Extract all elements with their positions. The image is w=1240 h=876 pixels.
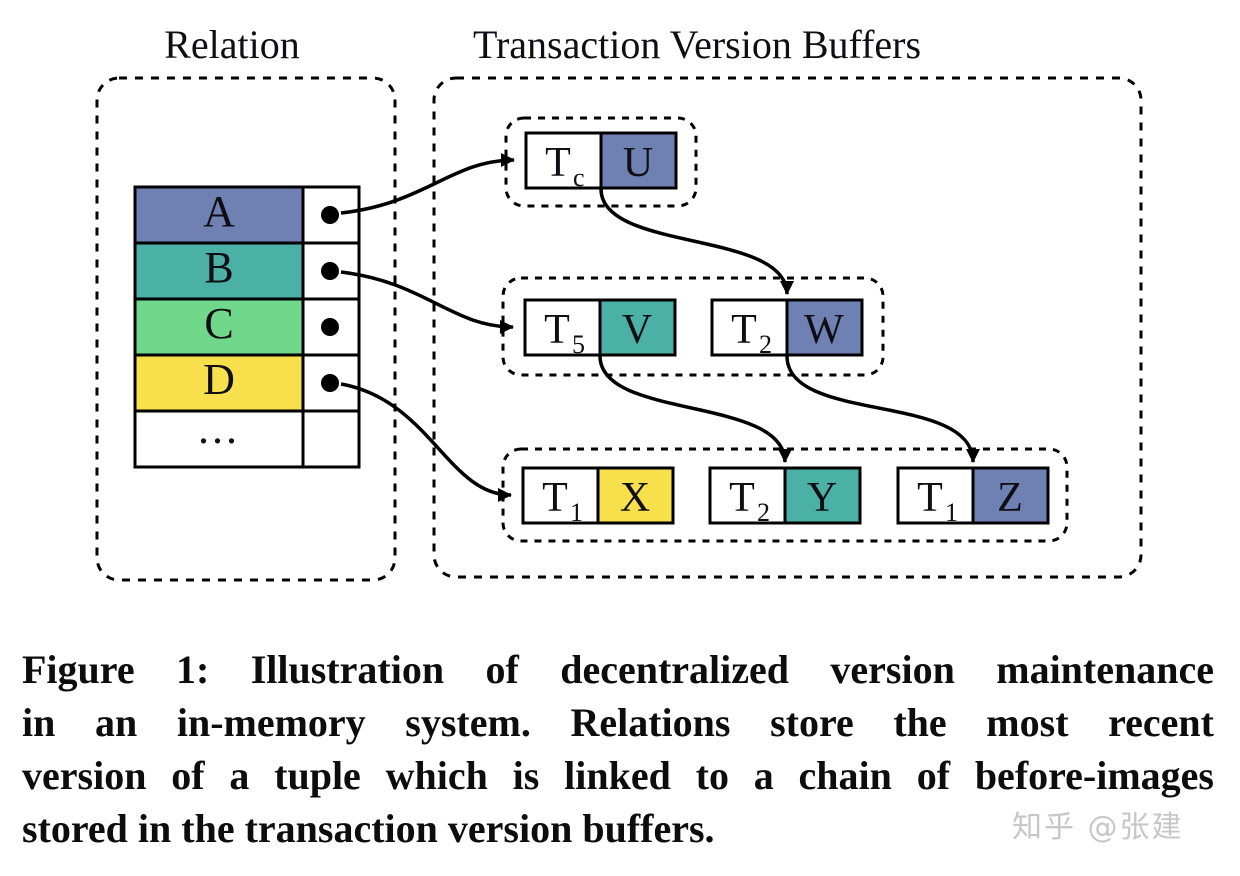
row-b-pointer-dot (321, 262, 339, 280)
row-d-label: D (203, 355, 235, 404)
record-t1-z-value: Z (997, 475, 1023, 521)
record-t2-w-value: W (804, 307, 844, 353)
arrow-d-to-t1 (340, 382, 512, 502)
record-t1-z-txn: T (917, 475, 943, 521)
figure-caption: Figure 1: Illustration of decentralized … (22, 643, 1214, 855)
record-tc-u-value-cell (599, 131, 678, 190)
record-t1-x-txn-cell (521, 466, 600, 525)
arrow-w-to-z (785, 355, 980, 463)
row-a-cell (133, 185, 305, 245)
row-c-label: C (204, 299, 233, 348)
record-t5-v-value: V (622, 307, 652, 353)
version-maintenance-diagram: Relation Transaction Version Buffers A B… (95, 22, 1143, 582)
chain-box-1 (504, 116, 698, 208)
row-ellipsis-label: ... (198, 404, 240, 453)
arrow-a-to-tc (340, 153, 515, 215)
row-d-pointer-dot (321, 374, 339, 392)
record-t2-w-txn: T (731, 307, 757, 353)
record-t2-y-value: Y (807, 475, 837, 521)
record-t1-x-txn: T (542, 475, 568, 521)
record-t1-x: T 1 X (521, 466, 675, 527)
record-tc-u-txn: T (545, 140, 571, 186)
record-t2-y-txn: T (729, 475, 755, 521)
caption-line-1: Figure 1: Illustration of decentralized … (22, 647, 1214, 692)
record-t5-v-value-cell (598, 298, 677, 357)
arrow-b-to-t5 (340, 270, 514, 334)
record-t5-v-txn-sub: 5 (572, 330, 585, 359)
record-t5-v-txn: T (544, 307, 570, 353)
caption-line-2: in an in-memory system. Relations store … (22, 700, 1214, 745)
row-c-pointer-dot (321, 318, 339, 336)
record-t2-w-txn-sub: 2 (759, 330, 772, 359)
chain-box-2 (501, 276, 885, 377)
record-t1-x-value: X (620, 475, 650, 521)
transaction-version-buffers-title: Transaction Version Buffers (473, 22, 921, 67)
record-t1-z: T 1 Z (896, 466, 1050, 527)
record-t2-y-value-cell (783, 466, 862, 525)
record-t1-z-value-cell (971, 466, 1050, 525)
arrow-v-to-y (598, 355, 792, 463)
record-tc-u-value: U (623, 140, 653, 186)
row-d-cell (133, 353, 305, 413)
relation-title: Relation (164, 22, 300, 67)
row-ellipsis-pointer-cell (301, 409, 361, 469)
record-t2-y-txn-sub: 2 (757, 498, 770, 527)
record-tc-u: T c U (524, 131, 678, 192)
record-t2-w-value-cell (785, 298, 864, 357)
row-a-pointer-dot (321, 206, 339, 224)
record-t1-z-txn-sub: 1 (945, 498, 958, 527)
relation-dashed-box (95, 76, 397, 582)
record-t2-w-txn-cell (710, 298, 789, 357)
record-t1-x-txn-sub: 1 (570, 498, 583, 527)
row-a-label: A (203, 187, 235, 236)
record-t2-y-txn-cell (708, 466, 787, 525)
record-t5-v: T 5 V (523, 298, 677, 359)
record-t2-w: T 2 W (710, 298, 864, 359)
caption-line-4: stored in the transaction version buffer… (22, 806, 715, 851)
arrow-u-to-w (599, 188, 794, 295)
record-t1-x-value-cell (596, 466, 675, 525)
zhihu-watermark: 知乎 @张建 (1012, 810, 1184, 845)
record-t2-y: T 2 Y (708, 466, 862, 527)
relation-table: A B C D ... (133, 185, 361, 469)
record-tc-u-txn-sub: c (573, 163, 585, 192)
row-b-label: B (204, 243, 233, 292)
caption-line-3: version of a tuple which is linked to a … (22, 753, 1214, 798)
